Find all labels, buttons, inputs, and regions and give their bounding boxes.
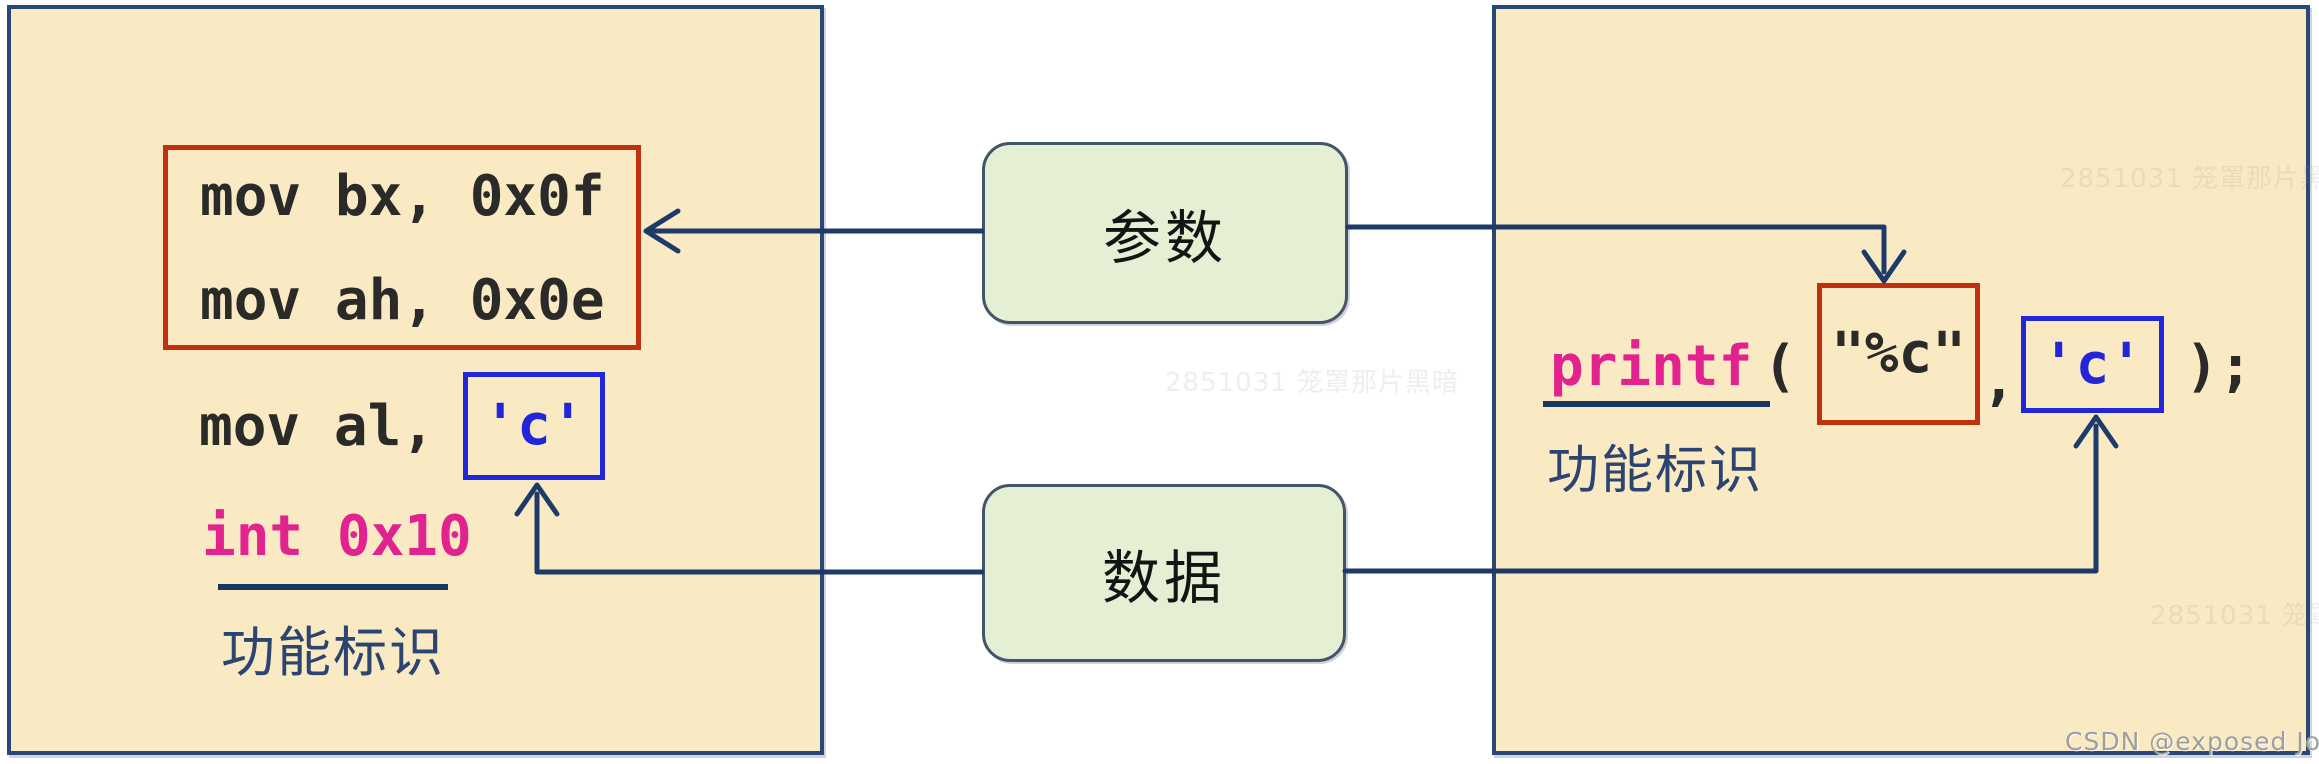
data-node: 数据 [982,484,1346,662]
params-node-label: 参数 [1102,204,1227,272]
format-highlight-box: "%c" [1817,283,1980,425]
asm-line-mov-bx: mov bx, 0x0f [200,164,605,229]
comma: , [1982,348,2016,413]
faint-watermark-top-right: 2851031 笼罩那片黑暗 [2060,164,2319,194]
csdn-watermark: CSDN @exposed Joker [2065,727,2319,756]
close-paren-semicolon: ); [2185,334,2253,399]
char-highlight-box-right: 'c' [2021,316,2164,413]
printf-panel [1492,5,2310,755]
char-highlight-box-left: 'c' [463,372,605,480]
format-arg: "%c" [1831,321,1966,386]
parameters-highlight-box-left [163,145,641,350]
asm-line-int: int 0x10 [202,504,472,569]
function-id-caption-right: 功能标识 [1547,441,1764,501]
function-id-caption-left: 功能标识 [221,621,445,684]
faint-watermark-bottom-right: 2851031 笼罩那片黑暗 [2150,601,2319,631]
char-literal-right: 'c' [2041,331,2144,397]
params-node: 参数 [982,142,1348,324]
data-node-label: 数据 [1101,544,1226,612]
open-paren: ( [1763,334,1797,399]
faint-watermark-center: 2851031 笼罩那片黑暗 [1165,368,1460,398]
printf-keyword: printf [1550,334,1753,399]
char-literal-left: 'c' [483,393,585,458]
int-underline [218,584,448,590]
asm-line-mov-ah: mov ah, 0x0e [200,268,605,333]
asm-line-mov-al: mov al, [199,394,436,459]
printf-underline [1543,401,1770,407]
assembly-panel [7,5,824,755]
